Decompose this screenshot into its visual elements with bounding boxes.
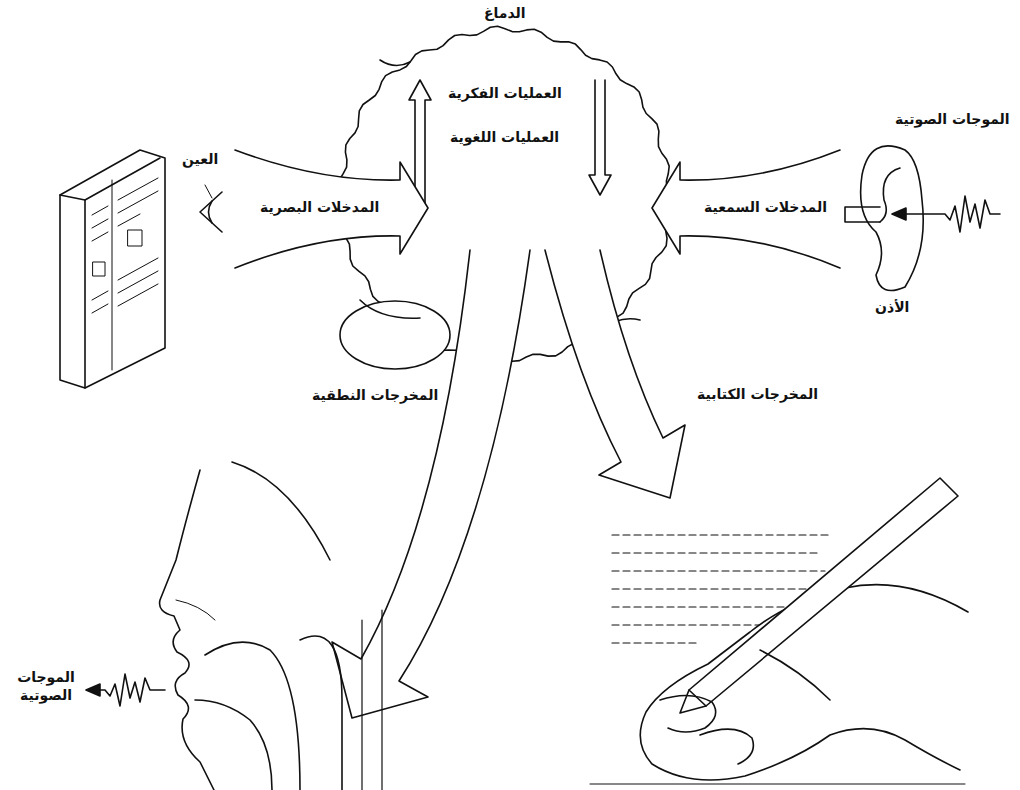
text-label: المخرجات النطقية <box>310 386 440 404</box>
sound-wave <box>86 674 165 706</box>
brain-region: الدماغ العمليات الفكرية العمليات اللغوية <box>340 0 670 365</box>
process-label: العمليات الفكرية <box>446 84 564 102</box>
book <box>60 150 165 388</box>
down-arrow <box>589 80 611 195</box>
text-label: العين <box>180 150 220 168</box>
sound-wave <box>892 196 1000 232</box>
text-label: المدخلات البصرية <box>258 198 381 216</box>
text-label: الموجات الصوتية <box>11 668 81 704</box>
text-label: الأذن <box>873 298 911 316</box>
paper-edge <box>590 784 965 785</box>
head-profile <box>160 462 382 790</box>
text-label: المدخلات السمعية <box>702 198 829 216</box>
ear <box>845 146 923 291</box>
cerebellum <box>340 301 450 369</box>
visual-input-arrow <box>235 150 428 268</box>
writing-output-arrow <box>545 250 685 498</box>
process-label: العمليات اللغوية <box>448 128 561 146</box>
text-label: الموجات الصوتية <box>893 110 1012 128</box>
brain-fold <box>360 300 420 318</box>
auditory-input-arrow <box>652 150 840 268</box>
eye <box>200 185 222 232</box>
brain-fold <box>380 60 410 66</box>
region-heading: الدماغ <box>482 4 528 22</box>
hand <box>640 478 968 780</box>
text-label: المخرجات الكتابية <box>695 385 820 403</box>
